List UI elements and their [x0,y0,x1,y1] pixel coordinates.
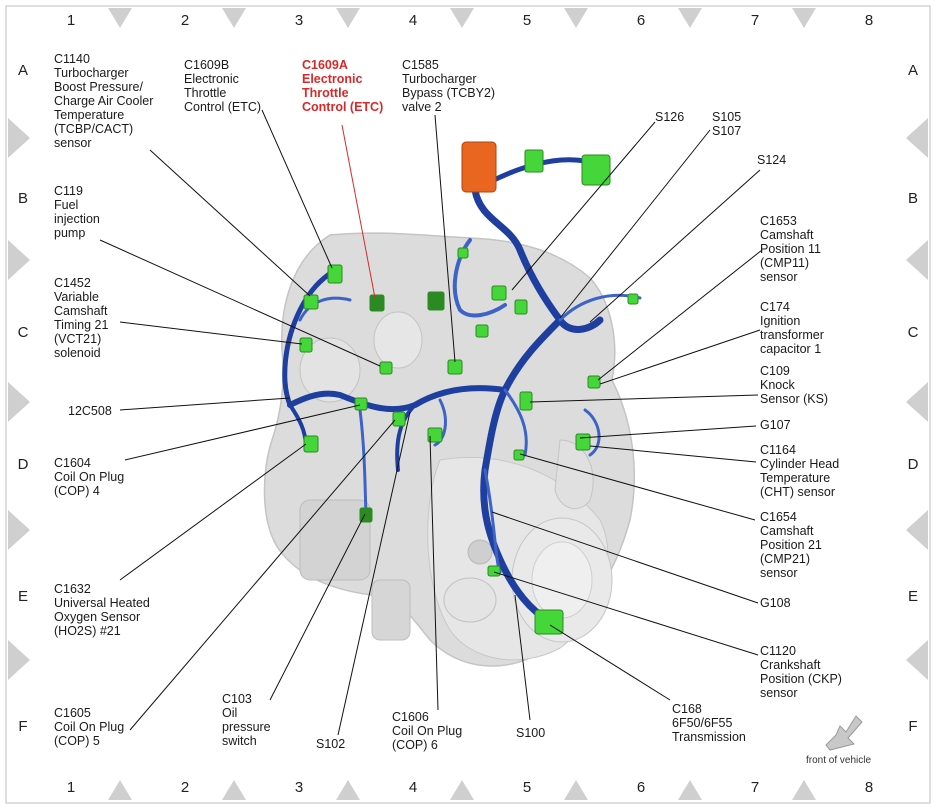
callout-g107: G107 [760,418,791,432]
grid-col-bottom: 7 [750,779,760,796]
grid-row-right: E [907,588,918,605]
grid-col-bottom: 5 [522,779,532,796]
callout-g108: G108 [760,596,791,610]
connectors [299,141,639,635]
grid-row-right: A [907,62,918,79]
grid-row-left: F [18,718,28,735]
grid-col-bottom: 1 [66,779,76,796]
callout-c119: C119 Fuel injection pump [54,184,100,240]
callout-c103: C103 Oil pressure switch [222,692,271,748]
grid-row-left: C [17,324,29,341]
grid-col-top: 1 [66,12,76,29]
grid-col-bottom: 6 [636,779,646,796]
callout-s100: S100 [516,726,546,740]
callout-c1609a: C1609A Electronic Throttle Control (ETC) [302,58,384,114]
grid-row-right: D [907,456,919,473]
diagram-border [5,5,931,804]
grid-col-top: 6 [636,12,646,29]
callout-12c508: 12C508 [68,404,112,418]
callout-c1654: C1654 Camshaft Position 21 (CMP21) senso… [760,510,822,580]
connector-c1585-orange [461,141,497,193]
callout-c174: C174 Ignition transformer capacitor 1 [760,300,824,356]
grid-row-left: B [17,190,28,207]
grid-row-right: B [907,190,918,207]
front-of-vehicle-arrow-icon [825,715,863,751]
callout-c168: C168 6F50/6F55 Transmission [672,702,746,744]
callout-c1609b: C1609B Electronic Throttle Control (ETC) [184,58,262,114]
leader-lines [99,109,763,736]
callout-s105-s107: S105 S107 [712,110,742,138]
grid-row-right: F [908,718,918,735]
callout-c1585: C1585 Turbocharger Bypass (TCBY2) valve … [402,58,496,114]
grid-row-left: A [17,62,28,79]
grid-col-top: 4 [408,12,418,29]
grid-col-bottom: 3 [294,779,304,796]
grid-col-top: 8 [864,12,874,29]
callout-c1604: C1604 Coil On Plug (COP) 4 [54,456,125,498]
wiring-harness [282,157,642,624]
grid-col-top: 3 [294,12,304,29]
border-markers [8,8,928,800]
callout-c1632: C1632 Universal Heated Oxygen Sensor (HO… [54,582,150,638]
callout-s126: S126 [655,110,685,124]
callout-c1164: C1164 Cylinder Head Temperature (CHT) se… [760,443,840,499]
callout-c1606: C1606 Coil On Plug (COP) 6 [392,710,463,752]
grid-col-bottom: 8 [864,779,874,796]
grid-row-right: C [907,324,919,341]
callout-s102: S102 [316,737,346,751]
grid-col-bottom: 2 [180,779,190,796]
callout-c1140: C1140 Turbocharger Boost Pressure/ Charg… [54,52,154,150]
grid-col-top: 7 [750,12,760,29]
grid-col-top: 2 [180,12,190,29]
callout-c1120: C1120 Crankshaft Position (CKP) sensor [760,644,842,700]
front-of-vehicle-label: front of vehicle [806,755,872,766]
grid-row-left: D [17,456,29,473]
grid-col-bottom: 4 [408,779,418,796]
callout-c109: C109 Knock Sensor (KS) [760,364,829,406]
callout-c1653: C1653 Camshaft Position 11 (CMP11) senso… [760,214,821,284]
grid-col-top: 5 [522,12,532,29]
callout-s124: S124 [757,153,787,167]
grid-row-left: E [17,588,28,605]
callout-c1605: C1605 Coil On Plug (COP) 5 [54,706,125,748]
callout-c1452: C1452 Variable Camshaft Timing 21 (VCT21… [54,276,109,360]
